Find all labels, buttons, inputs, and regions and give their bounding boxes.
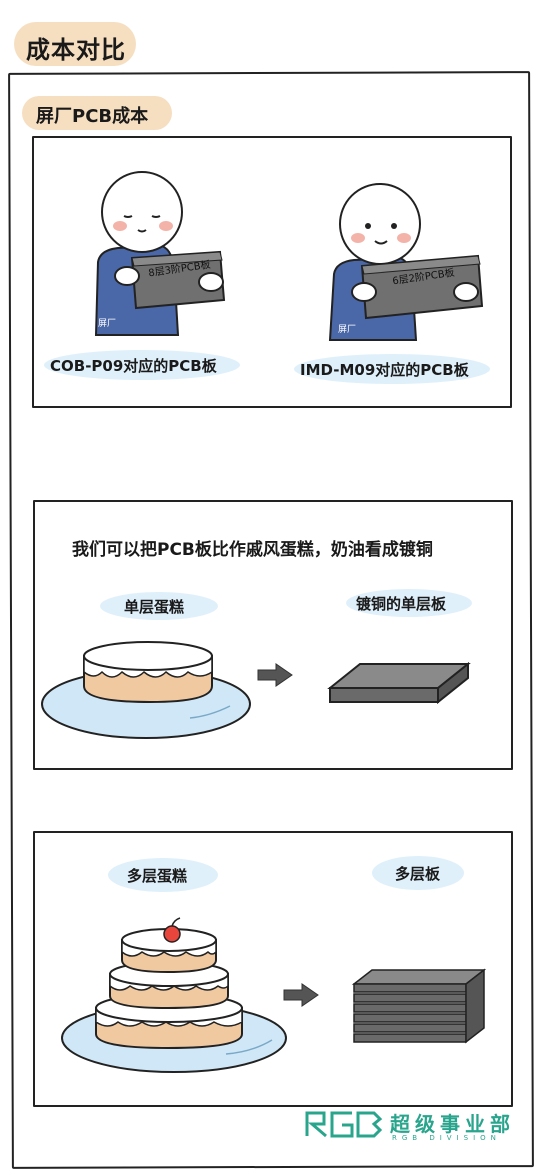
left-character-illustration: [94, 171, 226, 336]
right-caption-highlight: [294, 354, 490, 384]
single-layer-board-illustration: [327, 661, 471, 705]
left-caption-highlight: [44, 350, 240, 380]
single-board-label: 镀铜的单层板: [356, 595, 447, 613]
single-cake-label: 单层蛋糕: [124, 598, 185, 616]
multi-layer-board-illustration: [351, 968, 487, 1044]
left-caption: COB-P09对应的PCB板: [50, 357, 217, 375]
panel-pcb-comparison: [32, 136, 512, 408]
arrow-right-icon-2: [283, 983, 319, 1007]
multi-cake-label: 多层蛋糕: [127, 867, 188, 885]
section-title: 屏厂PCB成本: [36, 106, 149, 127]
section-title-highlight: [22, 96, 172, 130]
right-caption: IMD-M09对应的PCB板: [300, 361, 469, 379]
single-board-label-highlight: [346, 589, 472, 617]
panel-single-layer-analogy: [33, 500, 513, 770]
single-cake-label-highlight: [100, 592, 218, 620]
rgb-logo-icon: [305, 1111, 383, 1138]
multi-board-label-highlight: [372, 856, 464, 890]
single-layer-cake-illustration: [41, 641, 251, 739]
multi-cake-label-highlight: [108, 858, 218, 892]
right-shirt-label: 屏厂: [338, 325, 357, 335]
right-character-illustration: [328, 183, 484, 341]
title-highlight: [14, 22, 136, 66]
multi-board-label: 多层板: [395, 865, 441, 883]
multi-layer-cake-illustration: [61, 917, 287, 1073]
page-title: 成本对比: [26, 36, 126, 64]
logo-cn: 超级事业部: [390, 1112, 515, 1136]
logo-en: RGB DIVISION: [392, 1134, 501, 1142]
arrow-right-icon: [257, 663, 293, 687]
panel-multi-layer-analogy: [33, 831, 513, 1107]
analogy-headline: 我们可以把PCB板比作戚风蛋糕，奶油看成镀铜: [72, 540, 433, 560]
left-shirt-label: 屏厂: [98, 319, 117, 329]
